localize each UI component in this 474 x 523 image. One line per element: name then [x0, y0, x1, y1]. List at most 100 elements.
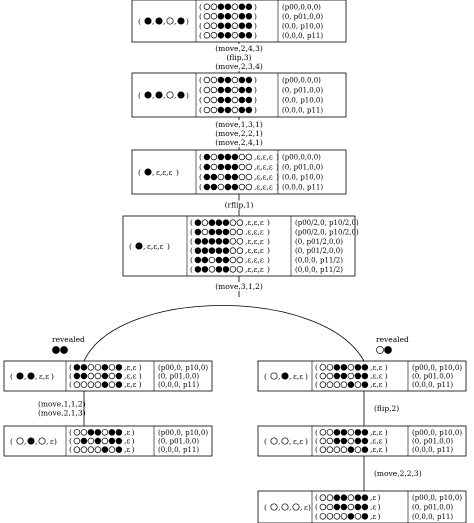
- state-tuple: (,,ε,ε): [264, 372, 308, 381]
- config-disc: [217, 173, 225, 181]
- config-disc: [333, 429, 341, 436]
- config-disc: [217, 22, 225, 30]
- probability-vector: (0, p01,0,0): [282, 13, 323, 21]
- probability-vector: (0, p01,0,0): [412, 438, 453, 446]
- state-disc: [144, 168, 152, 176]
- paren: (: [69, 380, 72, 389]
- row-epsilon-suffix: ,ε,ε,ε: [254, 173, 273, 182]
- comma: ,: [300, 503, 302, 512]
- config-disc: [73, 381, 81, 388]
- split-arc: [83, 305, 365, 362]
- paren: (: [199, 183, 202, 192]
- paren: ): [305, 372, 308, 381]
- config-disc: [201, 228, 209, 236]
- paren: (: [190, 246, 193, 255]
- paren: ): [276, 183, 279, 192]
- config-disc: [319, 503, 327, 511]
- config-disc: [238, 106, 246, 114]
- paren: ): [267, 246, 270, 255]
- config-disc: [210, 173, 218, 181]
- config-disc: [333, 437, 341, 445]
- config-disc: [326, 446, 334, 453]
- config-disc: [94, 446, 102, 453]
- config-disc: [217, 13, 225, 20]
- config-disc: [203, 106, 211, 114]
- state-disc: [144, 91, 152, 99]
- state-tuple: (,,,): [138, 91, 189, 100]
- comma: ,: [35, 437, 37, 446]
- config-disc: [101, 381, 109, 388]
- row-epsilon-suffix: ,ε,ε,ε: [245, 265, 264, 274]
- config-disc: [236, 238, 244, 245]
- paren: (: [190, 265, 193, 274]
- config-disc: [217, 76, 225, 84]
- config-disc: [245, 183, 253, 191]
- config-disc: [224, 22, 232, 30]
- probability-vector: (p00,0,0,0): [282, 77, 321, 85]
- config-disc: [87, 437, 95, 445]
- revealed-annotation: revealed: [52, 335, 85, 354]
- paren: (: [138, 17, 141, 26]
- paren: (: [190, 256, 193, 265]
- config-disc: [361, 503, 369, 511]
- config-disc: [115, 429, 123, 436]
- config-disc: [201, 256, 209, 264]
- config-disc: [236, 228, 244, 236]
- paren: ): [139, 380, 142, 389]
- probability-vector: (0,0,0, p11): [282, 107, 323, 115]
- config-disc: [354, 494, 362, 501]
- config-row: (): [199, 86, 257, 95]
- config-disc: [238, 22, 246, 30]
- row-epsilon-suffix: ,ε: [124, 437, 130, 446]
- config-disc: [245, 153, 253, 161]
- state-node: (,,,)()()()()(p00,0,0,0)(0, p01,0,0)(0,0…: [131, 0, 347, 43]
- paren: ): [186, 17, 189, 26]
- config-disc: [245, 86, 253, 94]
- row-epsilon-suffix: ,ε,ε,ε: [254, 163, 273, 172]
- state-epsilon-suffix: ε,ε,ε: [147, 242, 164, 251]
- state-disc: [155, 91, 163, 99]
- row-epsilon-suffix: ,ε,ε,ε: [254, 183, 273, 192]
- state-disc: [270, 437, 278, 445]
- comma: ,: [24, 437, 26, 446]
- probability-vector: (p00,0, p10,0): [412, 494, 462, 502]
- config-disc: [203, 76, 211, 84]
- config-disc: [194, 219, 202, 226]
- comma: ,: [46, 437, 48, 446]
- revealed-disc: [52, 346, 60, 354]
- config-row: (,ε,ε,ε): [199, 153, 279, 162]
- config-disc: [340, 446, 348, 453]
- config-disc: [319, 513, 327, 520]
- config-disc: [224, 3, 232, 11]
- config-disc: [245, 13, 253, 20]
- config-disc: [238, 173, 246, 181]
- paren: (: [69, 428, 72, 437]
- row-epsilon-suffix: ,ε,ε,ε: [245, 256, 264, 265]
- config-row: (): [199, 76, 257, 85]
- probability-vector: (0, p01/2,0,0): [295, 238, 343, 246]
- config-disc: [208, 219, 216, 226]
- probability-vector: (0,0,0, p11): [282, 32, 323, 40]
- state-epsilon-suffix: ε: [304, 503, 308, 512]
- config-disc: [87, 446, 95, 453]
- config-row: (,ε,ε): [69, 372, 142, 381]
- paren: (: [10, 437, 13, 446]
- paren: ): [254, 76, 257, 85]
- revealed-label: revealed: [52, 335, 85, 344]
- state-epsilon-suffix: ε,ε: [293, 372, 303, 381]
- config-disc: [101, 372, 109, 380]
- config-disc: [203, 183, 211, 191]
- config-disc: [231, 86, 239, 94]
- config-disc: [347, 446, 355, 453]
- probability-vector: (0, p01,0,0): [282, 164, 323, 172]
- config-row: (,ε): [315, 512, 381, 521]
- config-disc: [361, 372, 369, 380]
- state-disc: [281, 437, 289, 445]
- state-node: (,,,ε)(,ε)(,ε)(,ε)(p00,0, p10,0)(0, p01,…: [257, 490, 467, 523]
- config-disc: [326, 372, 334, 380]
- config-disc: [224, 153, 232, 161]
- comma: ,: [174, 91, 176, 100]
- config-disc: [115, 364, 123, 371]
- state-epsilon-suffix: ε,ε: [293, 437, 303, 446]
- config-disc: [326, 494, 334, 501]
